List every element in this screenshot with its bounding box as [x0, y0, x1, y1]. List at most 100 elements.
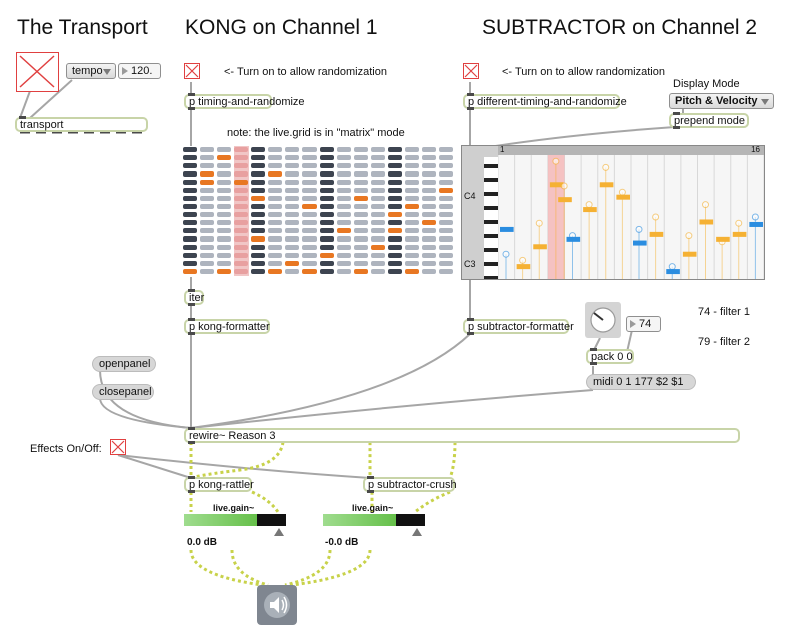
- grid-cell[interactable]: [336, 187, 351, 193]
- grid-cell[interactable]: [183, 195, 198, 201]
- piano-note[interactable]: [583, 207, 597, 213]
- grid-cell[interactable]: [387, 244, 402, 250]
- grid-cell[interactable]: [183, 203, 198, 209]
- grid-cell[interactable]: [217, 203, 232, 209]
- velocity-handle[interactable]: [502, 250, 510, 258]
- grid-cell[interactable]: [183, 187, 198, 193]
- velocity-handle[interactable]: [751, 213, 759, 221]
- grid-cell[interactable]: [302, 244, 317, 250]
- grid-cell[interactable]: [200, 244, 215, 250]
- openpanel-message[interactable]: openpanel: [92, 356, 156, 372]
- grid-cell[interactable]: [251, 260, 266, 266]
- gain-slider-1[interactable]: [184, 514, 286, 526]
- grid-cell[interactable]: [200, 228, 215, 234]
- grid-cell[interactable]: [404, 163, 419, 169]
- grid-cell[interactable]: [234, 171, 249, 177]
- grid-cell[interactable]: [183, 220, 198, 226]
- grid-cell[interactable]: [183, 171, 198, 177]
- grid-cell[interactable]: [370, 220, 385, 226]
- grid-cell[interactable]: [370, 228, 385, 234]
- grid-cell[interactable]: [438, 203, 453, 209]
- grid-cell[interactable]: [370, 203, 385, 209]
- piano-note[interactable]: [599, 182, 614, 188]
- grid-cell[interactable]: [353, 147, 368, 153]
- grid-cell[interactable]: [370, 187, 385, 193]
- grid-cell[interactable]: [438, 228, 453, 234]
- grid-cell[interactable]: [319, 195, 334, 201]
- piano-note[interactable]: [749, 221, 763, 227]
- grid-cell[interactable]: [268, 179, 283, 185]
- grid-cell[interactable]: [302, 260, 317, 266]
- grid-cell[interactable]: [336, 220, 351, 226]
- grid-cell[interactable]: [336, 171, 351, 177]
- grid-cell[interactable]: [336, 260, 351, 266]
- grid-cell[interactable]: [370, 179, 385, 185]
- grid-cell[interactable]: [319, 203, 334, 209]
- grid-cell[interactable]: [404, 236, 419, 242]
- grid-cell[interactable]: [438, 268, 453, 274]
- grid-cell[interactable]: [404, 244, 419, 250]
- piano-note[interactable]: [633, 240, 647, 246]
- grid-cell[interactable]: [302, 228, 317, 234]
- grid-cell[interactable]: [370, 195, 385, 201]
- grid-cell[interactable]: [319, 244, 334, 250]
- grid-cell[interactable]: [268, 212, 283, 218]
- grid-cell[interactable]: [319, 252, 334, 258]
- piano-note[interactable]: [682, 251, 697, 257]
- grid-cell[interactable]: [268, 228, 283, 234]
- grid-cell[interactable]: [319, 212, 334, 218]
- grid-cell[interactable]: [183, 163, 198, 169]
- closepanel-message[interactable]: closepanel: [92, 384, 154, 400]
- grid-cell[interactable]: [370, 147, 385, 153]
- subtractor-timing-object[interactable]: p different-timing-and-randomize: [463, 93, 627, 110]
- grid-cell[interactable]: [183, 252, 198, 258]
- grid-cell[interactable]: [251, 155, 266, 161]
- grid-cell[interactable]: [319, 268, 334, 274]
- grid-cell[interactable]: [217, 195, 232, 201]
- velocity-handle[interactable]: [735, 219, 743, 227]
- velocity-handle[interactable]: [702, 201, 709, 209]
- velocity-handle[interactable]: [602, 163, 610, 171]
- grid-cell[interactable]: [336, 236, 351, 242]
- grid-cell[interactable]: [251, 220, 266, 226]
- gain-slider-2[interactable]: [323, 514, 425, 526]
- effects-toggle[interactable]: [110, 439, 126, 455]
- grid-cell[interactable]: [421, 252, 436, 258]
- grid-cell[interactable]: [353, 212, 368, 218]
- grid-cell[interactable]: [200, 220, 215, 226]
- grid-cell[interactable]: [217, 155, 232, 161]
- grid-cell[interactable]: [353, 171, 368, 177]
- grid-cell[interactable]: [285, 195, 300, 201]
- grid-cell[interactable]: [387, 220, 402, 226]
- grid-cell[interactable]: [438, 155, 453, 161]
- piano-note[interactable]: [732, 231, 747, 237]
- kong-rattler-object[interactable]: p kong-rattler: [184, 476, 254, 493]
- kong-randomize-toggle[interactable]: [184, 63, 200, 79]
- piano-note[interactable]: [649, 231, 664, 237]
- grid-cell[interactable]: [387, 147, 402, 153]
- grid-cell[interactable]: [268, 195, 283, 201]
- grid-cell[interactable]: [421, 212, 436, 218]
- velocity-handle[interactable]: [635, 225, 643, 233]
- grid-cell[interactable]: [251, 212, 266, 218]
- grid-cell[interactable]: [285, 155, 300, 161]
- grid-cell[interactable]: [302, 252, 317, 258]
- filter-dial[interactable]: [585, 302, 621, 338]
- grid-cell[interactable]: [200, 179, 215, 185]
- prepend-mode-object[interactable]: prepend mode: [669, 112, 749, 129]
- grid-cell[interactable]: [251, 268, 266, 274]
- grid-cell[interactable]: [268, 220, 283, 226]
- velocity-handle[interactable]: [519, 256, 527, 264]
- grid-cell[interactable]: [234, 260, 249, 266]
- grid-cell[interactable]: [217, 147, 232, 153]
- grid-cell[interactable]: [404, 171, 419, 177]
- grid-cell[interactable]: [302, 236, 317, 242]
- grid-cell[interactable]: [251, 244, 266, 250]
- grid-cell[interactable]: [370, 212, 385, 218]
- grid-cell[interactable]: [251, 203, 266, 209]
- grid-cell[interactable]: [234, 147, 249, 153]
- grid-cell[interactable]: [319, 260, 334, 266]
- grid-cell[interactable]: [285, 187, 300, 193]
- grid-cell[interactable]: [336, 212, 351, 218]
- grid-cell[interactable]: [251, 195, 266, 201]
